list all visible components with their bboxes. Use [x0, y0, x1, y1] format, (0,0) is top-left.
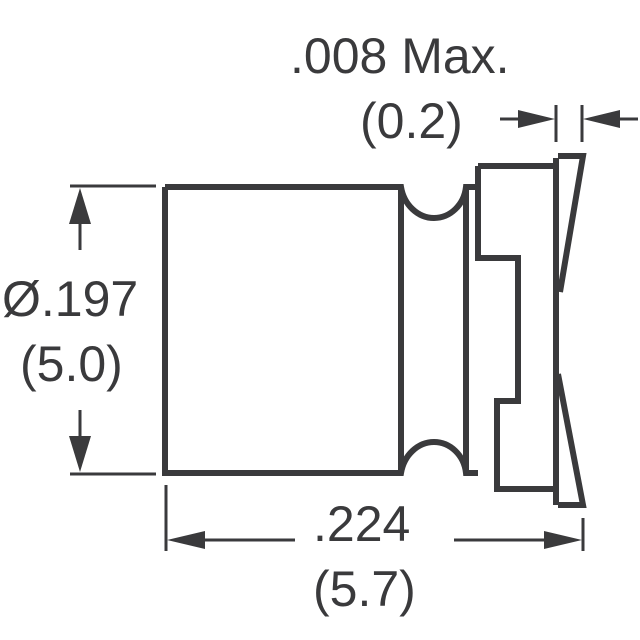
terminal-lead	[555, 153, 587, 508]
capacitor-body	[162, 184, 478, 476]
arrow-right-icon	[518, 110, 555, 128]
arrow-left-icon	[167, 531, 205, 549]
lead-thickness-inch-label: .008 Max.	[290, 28, 510, 84]
dimension-lead-thickness: .008 Max. (0.2)	[290, 28, 638, 149]
height-inch-label: .224	[313, 496, 410, 552]
lead-thickness-mm-label: (0.2)	[360, 93, 463, 149]
dimension-diameter: Ø.197 (5.0)	[2, 184, 156, 476]
lead-outline	[555, 153, 587, 508]
height-mm-label: (5.7)	[313, 561, 416, 617]
arrow-down-icon	[69, 436, 91, 472]
dimension-height: .224 (5.7)	[164, 485, 585, 617]
base-plate	[475, 158, 559, 505]
arrow-left-icon	[583, 110, 620, 128]
arrow-up-icon	[69, 188, 91, 224]
diameter-inch-label: Ø.197	[2, 271, 138, 327]
diameter-mm-label: (5.0)	[20, 336, 123, 392]
base-plate-outline	[475, 163, 556, 492]
can-outline	[162, 184, 478, 476]
arrow-right-icon	[544, 531, 582, 549]
